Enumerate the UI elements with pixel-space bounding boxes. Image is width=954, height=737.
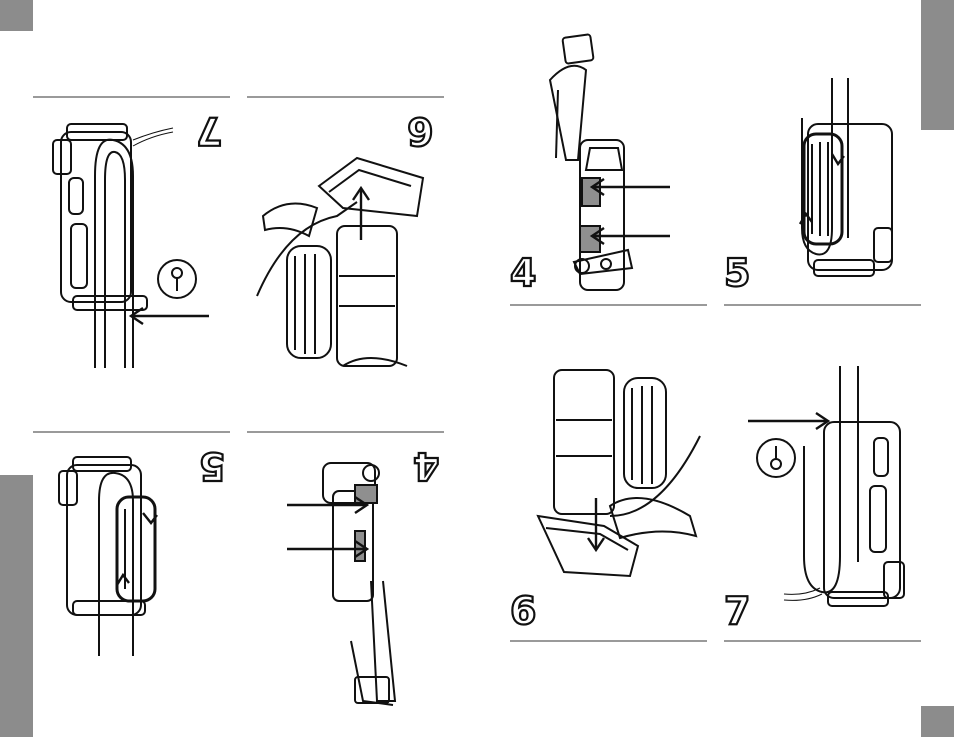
arrow-icon (351, 184, 371, 244)
vacuum-cord-wrap-illustration (724, 78, 924, 300)
step-number: 7 (724, 592, 750, 630)
side-tab-top-right (921, 0, 954, 130)
step-number: 6 (510, 592, 536, 630)
arrow-icon (796, 208, 816, 228)
step-6-inverted-panel: 6 (247, 96, 447, 376)
power-switch-icon (754, 436, 798, 480)
arrow-icon (586, 177, 676, 197)
vacuum-side-illustration (510, 30, 710, 300)
step-number: 4 (413, 447, 439, 485)
arrow-icon (283, 539, 373, 559)
step-7-panel: 7 (724, 366, 924, 638)
step-number: 5 (724, 254, 750, 292)
arrow-icon (586, 226, 676, 246)
step-number: 6 (407, 112, 433, 150)
rule-right-bottom-b (724, 640, 921, 642)
step-4-panel: 4 (510, 30, 710, 300)
arrow-icon (125, 306, 215, 326)
arrow-icon (139, 509, 159, 529)
vacuum-hand-illustration (510, 366, 710, 638)
step-6-panel: 6 (510, 366, 710, 638)
rule-right-mid-b (724, 304, 921, 306)
side-tab-top-left (0, 0, 33, 31)
power-switch-icon (155, 257, 199, 301)
arrow-icon (586, 494, 606, 554)
rule-right-mid-a (510, 304, 707, 306)
step-4-inverted-panel: 4 (247, 431, 447, 711)
step-number: 7 (196, 112, 222, 150)
arrow-icon (283, 495, 373, 515)
step-5-panel: 5 (724, 78, 924, 300)
arrow-icon (744, 411, 834, 431)
arrow-icon (113, 569, 133, 589)
step-7-inverted-panel: 7 (33, 96, 233, 376)
rule-right-bottom-a (510, 640, 707, 642)
side-tab-bottom-left (0, 475, 33, 737)
vacuum-rear-illustration (724, 366, 924, 638)
step-number: 5 (199, 447, 225, 485)
step-number: 4 (510, 254, 536, 292)
side-tab-bottom-right (921, 706, 954, 737)
arrow-icon (828, 150, 848, 170)
step-5-inverted-panel: 5 (33, 431, 233, 661)
